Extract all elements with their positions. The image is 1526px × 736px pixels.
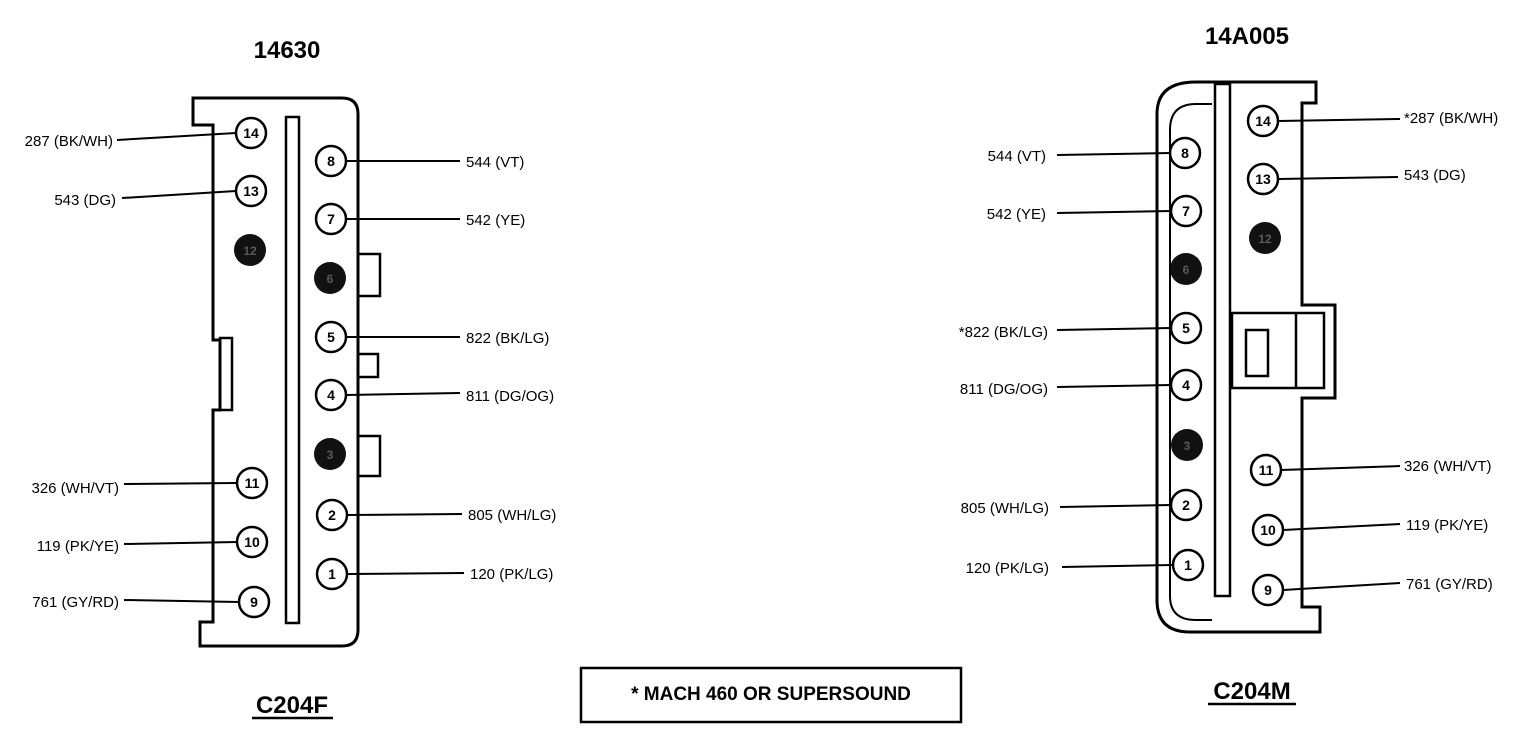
wire-label: 542 (YE): [466, 212, 525, 229]
note-box: * MACH 460 OR SUPERSOUND: [579, 666, 963, 724]
wire-label: 805 (WH/LG): [961, 500, 1049, 517]
pin-number: 14: [1255, 113, 1271, 129]
wire-label: 805 (WH/LG): [468, 507, 556, 524]
left-connector-body: [191, 96, 360, 648]
pin-number: 12: [1258, 232, 1272, 246]
right-pin-10: 10 119 (PK/YE): [1251, 513, 1488, 547]
pin-number: 12: [243, 244, 257, 258]
wire-label: 761 (GY/RD): [32, 594, 119, 611]
pin-number: 13: [243, 183, 259, 199]
wire-label: 543 (DG): [1404, 167, 1466, 184]
right-pin-11: 11 326 (WH/VT): [1249, 453, 1492, 487]
pin-number: 3: [1184, 439, 1191, 453]
pin-number: 8: [1181, 145, 1189, 161]
wire-label: 811 (DG/OG): [960, 381, 1048, 398]
left-pin-9: 9 761 (GY/RD): [32, 585, 271, 619]
pin-number: 1: [1184, 557, 1192, 573]
wire-label: 326 (WH/VT): [31, 480, 119, 497]
pin-number: 5: [1182, 320, 1190, 336]
right-pin-9: 9 761 (GY/RD): [1251, 573, 1493, 607]
wire-label: 544 (VT): [988, 148, 1046, 165]
pin-number: 2: [328, 507, 336, 523]
right-pin-5: 5 *822 (BK/LG): [959, 311, 1203, 345]
right-pin-1: 1 120 (PK/LG): [966, 548, 1205, 582]
left-pin-8: 8 544 (VT): [314, 144, 524, 178]
pin-number: 6: [1183, 263, 1190, 277]
wire-label: 761 (GY/RD): [1406, 576, 1493, 593]
left-connector: 14630 14 287 (BK/WH) 8 544 (VT) 13 543 (: [25, 37, 556, 720]
wire-label: *822 (BK/LG): [959, 324, 1048, 341]
left-key-tab: [218, 336, 234, 412]
pin-number: 7: [1182, 203, 1190, 219]
pin-number: 9: [250, 594, 258, 610]
left-divider-bar: [284, 115, 301, 625]
right-pin-14: 14 *287 (BK/WH): [1246, 104, 1498, 138]
pin-number: 3: [327, 448, 334, 462]
left-pin-4: 4 811 (DG/OG): [314, 378, 554, 412]
left-tab-lower: [356, 434, 382, 478]
right-pin-12: 12: [1249, 222, 1281, 254]
left-tab-upper: [356, 252, 382, 298]
right-pin-13: 13 543 (DG): [1246, 162, 1466, 196]
left-pin-12: 12: [234, 234, 266, 266]
right-pin-8: 8 544 (VT): [988, 136, 1202, 170]
left-pin-14: 14 287 (BK/WH): [25, 116, 268, 150]
right-latch-inner: [1244, 328, 1270, 378]
left-pin-7: 7 542 (YE): [314, 202, 525, 236]
right-connector: 14A005 14 *287 (BK/WH) 8 544 (VT) 13 543…: [959, 23, 1498, 706]
pin-number: 8: [327, 153, 335, 169]
right-connector-inner-edge: [1169, 103, 1212, 621]
pin-number: 14: [243, 125, 259, 141]
left-pin-2: 2 805 (WH/LG): [315, 498, 556, 532]
right-pin-7: 7 542 (YE): [987, 194, 1203, 228]
pin-number: 9: [1264, 582, 1272, 598]
pin-number: 4: [1182, 377, 1190, 393]
wire-label: 119 (PK/YE): [1406, 517, 1488, 534]
pin-number: 5: [327, 329, 335, 345]
wire-label: 544 (VT): [466, 154, 524, 171]
wire-label: 120 (PK/LG): [966, 560, 1049, 577]
left-connector-id: C204F: [256, 692, 328, 719]
right-latch-outer: [1230, 311, 1326, 390]
left-pin-10: 10 119 (PK/YE): [37, 525, 269, 559]
left-pin-3: 3: [314, 438, 346, 470]
wire-label: 119 (PK/YE): [37, 538, 119, 555]
note-text: * MACH 460 OR SUPERSOUND: [631, 684, 911, 705]
pin-number: 2: [1182, 497, 1190, 513]
left-pin-13: 13 543 (DG): [54, 174, 268, 209]
left-pin-1: 1 120 (PK/LG): [315, 557, 553, 591]
left-pin-6: 6: [314, 262, 346, 294]
right-pin-2: 2 805 (WH/LG): [961, 488, 1203, 522]
pin-number: 13: [1255, 171, 1271, 187]
pin-number: 11: [1259, 462, 1274, 478]
wire-label: 287 (BK/WH): [25, 133, 113, 150]
left-pin-11: 11 326 (WH/VT): [31, 466, 269, 500]
wire-label: 822 (BK/LG): [466, 330, 549, 347]
wire-label: 811 (DG/OG): [466, 388, 554, 405]
pin-number: 10: [1260, 522, 1276, 538]
pin-number: 1: [328, 566, 336, 582]
wire-label: *287 (BK/WH): [1404, 110, 1498, 127]
pin-number: 7: [327, 211, 335, 227]
right-connector-body: [1155, 80, 1337, 634]
wire-label: 120 (PK/LG): [470, 566, 553, 583]
left-pin-5: 5 822 (BK/LG): [314, 320, 549, 354]
pin-number: 10: [244, 534, 260, 550]
wire-label: 542 (YE): [987, 206, 1046, 223]
wire-label: 543 (DG): [54, 192, 116, 209]
pin-number: 11: [245, 475, 260, 491]
left-tab-middle: [356, 352, 380, 379]
left-part-number: 14630: [254, 37, 321, 64]
right-pin-3: 3: [1171, 429, 1203, 461]
pin-number: 4: [327, 387, 335, 403]
right-connector-id: C204M: [1213, 678, 1290, 705]
pin-number: 6: [327, 272, 334, 286]
right-pin-4: 4 811 (DG/OG): [960, 368, 1203, 402]
right-divider-bar: [1213, 82, 1232, 598]
right-part-number: 14A005: [1205, 23, 1289, 50]
wire-label: 326 (WH/VT): [1404, 458, 1492, 475]
right-pin-6: 6: [1170, 253, 1202, 285]
